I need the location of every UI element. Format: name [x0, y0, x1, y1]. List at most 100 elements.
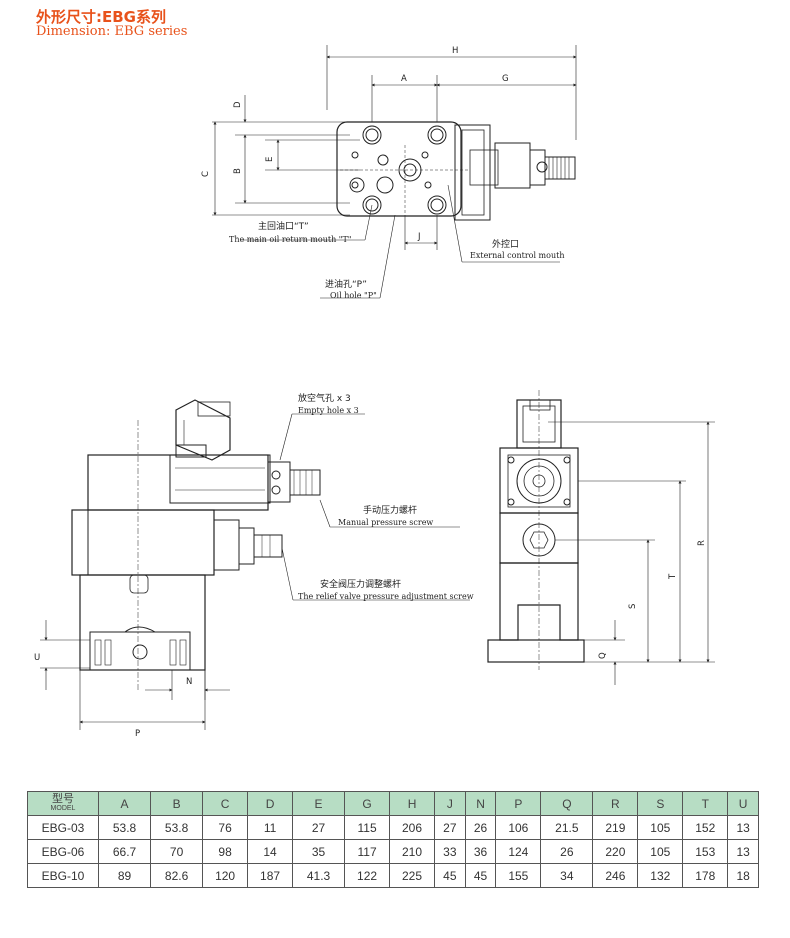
value-cell: 33	[434, 839, 466, 864]
value-cell: 122	[344, 863, 391, 888]
callout-manual-en: Manual pressure screw	[338, 518, 433, 527]
value-cell: 219	[592, 815, 639, 840]
dim-B: B	[233, 168, 243, 174]
value-cell: 41.3	[292, 863, 346, 888]
col-header: C	[202, 791, 249, 816]
callout-empty-hole-cn: 放空气孔 x 3	[298, 392, 351, 404]
dim-J: J	[417, 232, 421, 242]
value-cell: 153	[682, 839, 729, 864]
col-header: G	[344, 791, 391, 816]
dim-D: D	[233, 101, 243, 108]
value-cell: 220	[592, 839, 639, 864]
dim-P: P	[135, 729, 140, 739]
model-header-en: MODEL	[50, 804, 76, 812]
value-cell: 120	[202, 863, 249, 888]
callout-main-return-en: The main oil return mouth "T"	[229, 235, 351, 244]
value-cell: 246	[592, 863, 639, 888]
callout-empty-hole-en: Empty hole x 3	[298, 406, 359, 415]
value-cell: 18	[727, 863, 759, 888]
value-cell: 98	[202, 839, 249, 864]
value-cell: 76	[202, 815, 249, 840]
col-header: Q	[540, 791, 594, 816]
top-view: H A G C B D E	[201, 45, 577, 299]
value-cell: 210	[389, 839, 435, 864]
model-header-cn: 型号	[52, 792, 74, 805]
value-cell: 105	[637, 839, 684, 864]
model-cell: EBG-06	[27, 839, 99, 864]
value-cell: 21.5	[540, 815, 594, 840]
value-cell: 82.6	[150, 863, 204, 888]
value-cell: 27	[292, 815, 346, 840]
value-cell: 34	[540, 863, 594, 888]
dim-R: R	[697, 540, 707, 546]
dim-A: A	[401, 74, 407, 84]
front-view: U N P	[34, 399, 470, 739]
value-cell: 105	[637, 815, 684, 840]
dim-T: T	[668, 573, 678, 580]
dim-G: G	[502, 74, 509, 84]
col-header: T	[682, 791, 729, 816]
value-cell: 27	[434, 815, 466, 840]
callout-main-return-cn: 主回油口“T”	[258, 220, 309, 232]
value-cell: 26	[540, 839, 594, 864]
col-header: U	[727, 791, 759, 816]
col-header: J	[434, 791, 466, 816]
model-cell: EBG-10	[27, 863, 99, 888]
col-header: N	[464, 791, 497, 816]
title-en: Dimension: EBG series	[36, 24, 188, 39]
callout-manual-cn: 手动压力螺杆	[363, 504, 417, 516]
col-header: P	[495, 791, 542, 816]
value-cell: 106	[495, 815, 542, 840]
side-view: R T S Q	[487, 390, 715, 685]
value-cell: 115	[344, 815, 391, 840]
dim-N: N	[186, 677, 192, 687]
value-cell: 14	[247, 839, 294, 864]
dim-C: C	[201, 171, 211, 177]
callout-relief-en: The relief valve pressure adjustment scr…	[298, 592, 474, 601]
value-cell: 13	[727, 839, 759, 864]
col-header: D	[247, 791, 294, 816]
dim-U: U	[34, 653, 40, 663]
col-header: B	[150, 791, 204, 816]
dim-E: E	[265, 157, 275, 162]
value-cell: 89	[97, 863, 152, 888]
callout-oil-hole-en: Oil hole "P"	[330, 291, 377, 300]
value-cell: 53.8	[97, 815, 152, 840]
value-cell: 45	[434, 863, 466, 888]
value-cell: 155	[495, 863, 542, 888]
title-cn: 外形尺寸:EBG系列	[36, 8, 166, 26]
callout-relief-cn: 安全阀压力调整螺杆	[320, 578, 401, 590]
technical-drawing: H A G C B D E	[34, 45, 715, 739]
value-cell: 152	[682, 815, 729, 840]
value-cell: 13	[727, 815, 759, 840]
col-header: R	[592, 791, 639, 816]
callout-oil-hole-cn: 进油孔“P”	[325, 278, 367, 290]
dim-S: S	[628, 604, 638, 609]
value-cell: 206	[389, 815, 435, 840]
value-cell: 36	[464, 839, 497, 864]
dim-H: H	[452, 46, 458, 56]
value-cell: 178	[682, 863, 729, 888]
value-cell: 35	[292, 839, 346, 864]
callout-external-en: External control mouth	[470, 251, 564, 260]
value-cell: 11	[247, 815, 294, 840]
value-cell: 26	[464, 815, 497, 840]
model-header: 型号 MODEL	[27, 791, 99, 816]
callout-external-cn: 外控口	[492, 238, 519, 250]
dim-Q: Q	[598, 652, 608, 659]
value-cell: 132	[637, 863, 684, 888]
value-cell: 187	[247, 863, 294, 888]
spec-table: 型号 MODEL A B C D E G H J N P Q R S T U E…	[27, 791, 759, 888]
col-header: H	[389, 791, 435, 816]
value-cell: 70	[150, 839, 204, 864]
value-cell: 124	[495, 839, 542, 864]
value-cell: 45	[464, 863, 497, 888]
value-cell: 117	[344, 839, 391, 864]
table-header-row: 型号 MODEL A B C D E G H J N P Q R S T U	[27, 791, 759, 816]
col-header: E	[292, 791, 346, 816]
value-cell: 66.7	[97, 839, 152, 864]
col-header: A	[97, 791, 152, 816]
